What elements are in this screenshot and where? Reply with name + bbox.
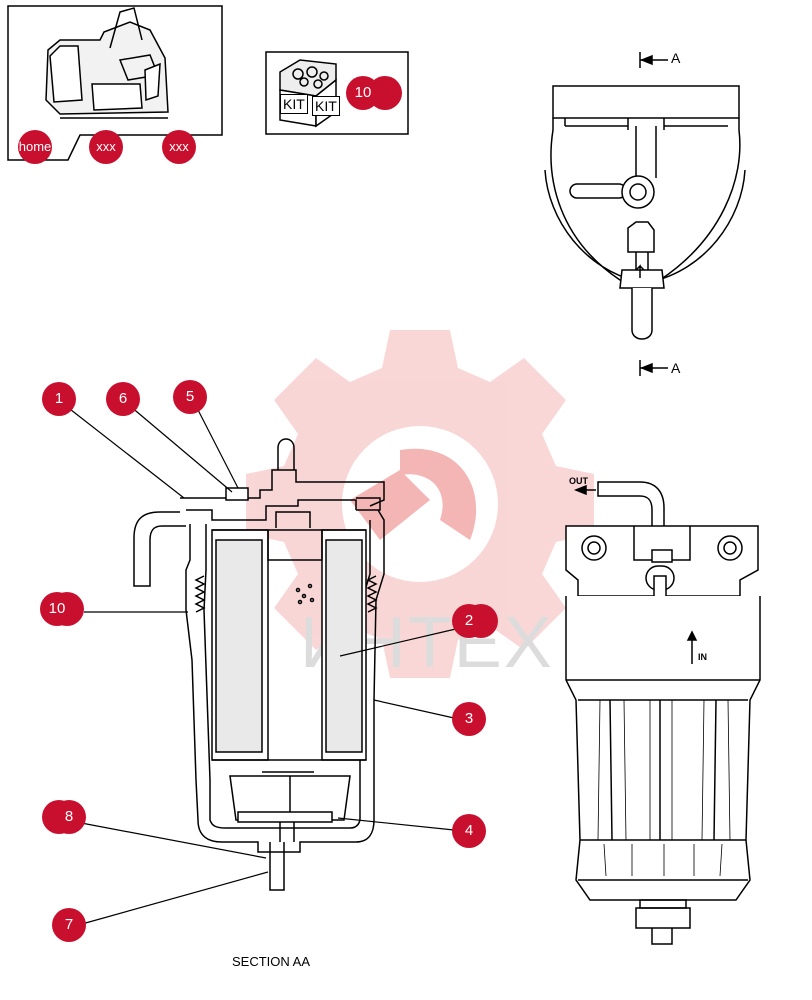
callout-7[interactable]: 7: [52, 908, 86, 942]
kit-label-b: KIT: [312, 96, 340, 116]
callout-4[interactable]: 4: [452, 814, 486, 848]
nav-xxx-button-1[interactable]: xxx: [89, 130, 123, 164]
section-letter-bottom: A: [671, 360, 681, 376]
callout-2[interactable]: 2: [452, 604, 486, 638]
flow-out-label: OUT: [569, 476, 588, 486]
filter-head-top-view: [544, 85, 746, 340]
section-letter-top: A: [671, 50, 681, 66]
callout-1[interactable]: 1: [42, 382, 76, 416]
section-marker-top: [639, 52, 668, 68]
machine-thumbnail: [7, 5, 223, 161]
callout-5[interactable]: 5: [173, 380, 207, 414]
nav-home-button[interactable]: home: [18, 130, 52, 164]
callout-8[interactable]: 8: [52, 800, 86, 834]
filter-side-view: [565, 481, 761, 945]
callout-6[interactable]: 6: [106, 382, 140, 416]
section-aa-drawing: [133, 438, 385, 891]
leader-lines: [65, 405, 461, 925]
flow-in-label: IN: [698, 652, 707, 662]
callout-10[interactable]: 10: [40, 592, 74, 626]
section-caption: SECTION AA: [232, 954, 311, 969]
callout-3[interactable]: 3: [452, 702, 486, 736]
section-marker-bottom: [639, 360, 668, 376]
kit-callout-10[interactable]: 10: [346, 76, 380, 110]
nav-xxx-button-2[interactable]: xxx: [162, 130, 196, 164]
kit-label-a: KIT: [280, 94, 308, 114]
